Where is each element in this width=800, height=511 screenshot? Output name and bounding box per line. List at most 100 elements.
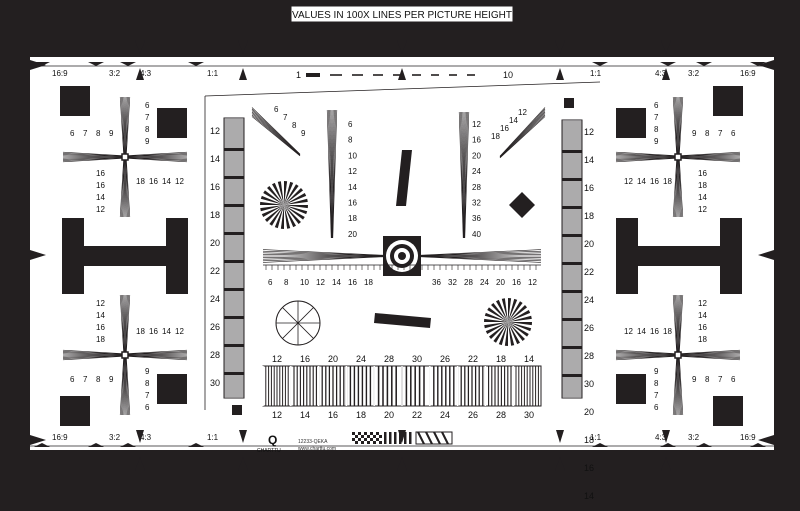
corner-wedge xyxy=(125,96,129,158)
corner-label: 16 xyxy=(96,181,105,190)
corner-wedge xyxy=(119,96,125,158)
vscale-label: 24 xyxy=(472,167,481,176)
corner-wedge xyxy=(123,294,125,356)
marker-square xyxy=(564,98,574,108)
right-column-label: 26 xyxy=(584,323,594,333)
column-mark xyxy=(224,288,244,291)
corner-center xyxy=(121,153,129,161)
siemens-star-left xyxy=(264,205,284,222)
hscale-label: 36 xyxy=(432,278,441,287)
bar-bottom-label: 16 xyxy=(328,410,338,420)
corner-wedge xyxy=(677,355,741,358)
hwedge xyxy=(262,250,384,256)
corner-label: 14 xyxy=(96,193,105,202)
label-43-tr: 4:3 xyxy=(655,69,667,78)
siemens-star-right xyxy=(508,322,525,342)
black-square xyxy=(713,396,743,426)
corner-wedge xyxy=(678,294,680,356)
hscale-label: 14 xyxy=(332,278,341,287)
left-column-label: 20 xyxy=(210,238,220,248)
label-169-tr: 16:9 xyxy=(740,69,756,78)
corner-label: 12 xyxy=(175,327,184,336)
checker-cell xyxy=(352,432,355,435)
triangle-bottom xyxy=(397,457,407,471)
checker-cell xyxy=(376,432,379,435)
corner-wedge xyxy=(122,96,125,158)
hwedge xyxy=(262,254,384,257)
corner-label: 12 xyxy=(624,177,633,186)
corner-label: 12 xyxy=(96,205,105,214)
bar-top-label: 22 xyxy=(468,354,478,364)
siemens-star-left xyxy=(280,205,284,229)
corner-label: 6 xyxy=(70,129,75,138)
bar-top-label: 18 xyxy=(496,354,506,364)
ratio-mark xyxy=(34,443,50,447)
triangle-top xyxy=(238,40,248,54)
column-mark xyxy=(224,260,244,263)
corner-wedge xyxy=(123,156,125,218)
diag-label: 8 xyxy=(292,121,297,130)
column-mark xyxy=(562,262,582,265)
corner-wedge xyxy=(676,294,678,356)
triangle-bottom-inner xyxy=(662,430,670,443)
corner-label: 9 xyxy=(654,367,659,376)
triangle-top xyxy=(555,40,565,54)
corner-wedge xyxy=(62,157,126,161)
column-mark xyxy=(562,374,582,377)
column-mark xyxy=(562,178,582,181)
vscale-label: 10 xyxy=(348,151,357,160)
checker-cell xyxy=(367,441,370,444)
label-32-bl: 3:2 xyxy=(109,433,121,442)
corner-wedge xyxy=(677,353,741,355)
ratio-mark xyxy=(696,62,712,66)
ratio-mark xyxy=(696,443,712,447)
triangle-bottom xyxy=(555,457,565,471)
corner-label: 8 xyxy=(145,125,150,134)
hscale-label: 20 xyxy=(496,278,505,287)
hscale-label: 28 xyxy=(464,278,473,287)
siemens-star-left xyxy=(284,181,288,205)
black-square xyxy=(713,86,743,116)
diag-wedge xyxy=(499,114,546,158)
frame-labels-top: 16:9 3:2 4:3 1:1 1:1 4:3 3:2 16:9 16:9 3… xyxy=(52,69,756,442)
corner-wedge xyxy=(615,351,679,355)
corner-wedge xyxy=(677,154,741,157)
h-shape-left xyxy=(62,246,188,266)
checker-cell xyxy=(364,438,367,441)
corner-label: 9 xyxy=(145,367,150,376)
siemens-star-right xyxy=(508,322,532,332)
siemens-star-left xyxy=(284,205,296,228)
corner-wedge xyxy=(674,294,678,356)
marker-square xyxy=(232,405,242,415)
left-column-label: 28 xyxy=(210,350,220,360)
siemens-star-left xyxy=(261,205,284,217)
corner-wedge xyxy=(678,294,684,356)
slanted-bar xyxy=(396,150,412,206)
vscale-label: 36 xyxy=(472,214,481,223)
ratio-mark xyxy=(120,443,136,447)
siemens-star-left xyxy=(284,193,307,205)
hscale-label: 10 xyxy=(300,278,309,287)
corner-wedge xyxy=(124,355,188,358)
vwedge xyxy=(464,111,468,239)
ratio-mark xyxy=(592,62,608,66)
corner-wedge xyxy=(124,153,188,157)
corner-label: 7 xyxy=(145,391,150,400)
siemens-star-right xyxy=(484,322,508,329)
left-column-label: 16 xyxy=(210,182,220,192)
corner-wedge xyxy=(62,355,126,361)
corner-label: 6 xyxy=(145,403,150,412)
corner-wedge xyxy=(672,294,678,356)
corner-wedge xyxy=(678,156,682,218)
hwedge xyxy=(262,256,384,263)
corner-wedge xyxy=(615,355,679,359)
corner-wedge xyxy=(677,157,741,161)
vwedge xyxy=(331,109,334,239)
siemens-star-left xyxy=(263,190,284,205)
corner-wedge xyxy=(125,354,127,416)
ratio-mark xyxy=(188,62,204,66)
diamond xyxy=(509,192,535,218)
hwedge xyxy=(420,254,542,257)
triangle-top xyxy=(661,40,671,54)
corner-wedge xyxy=(125,294,131,356)
